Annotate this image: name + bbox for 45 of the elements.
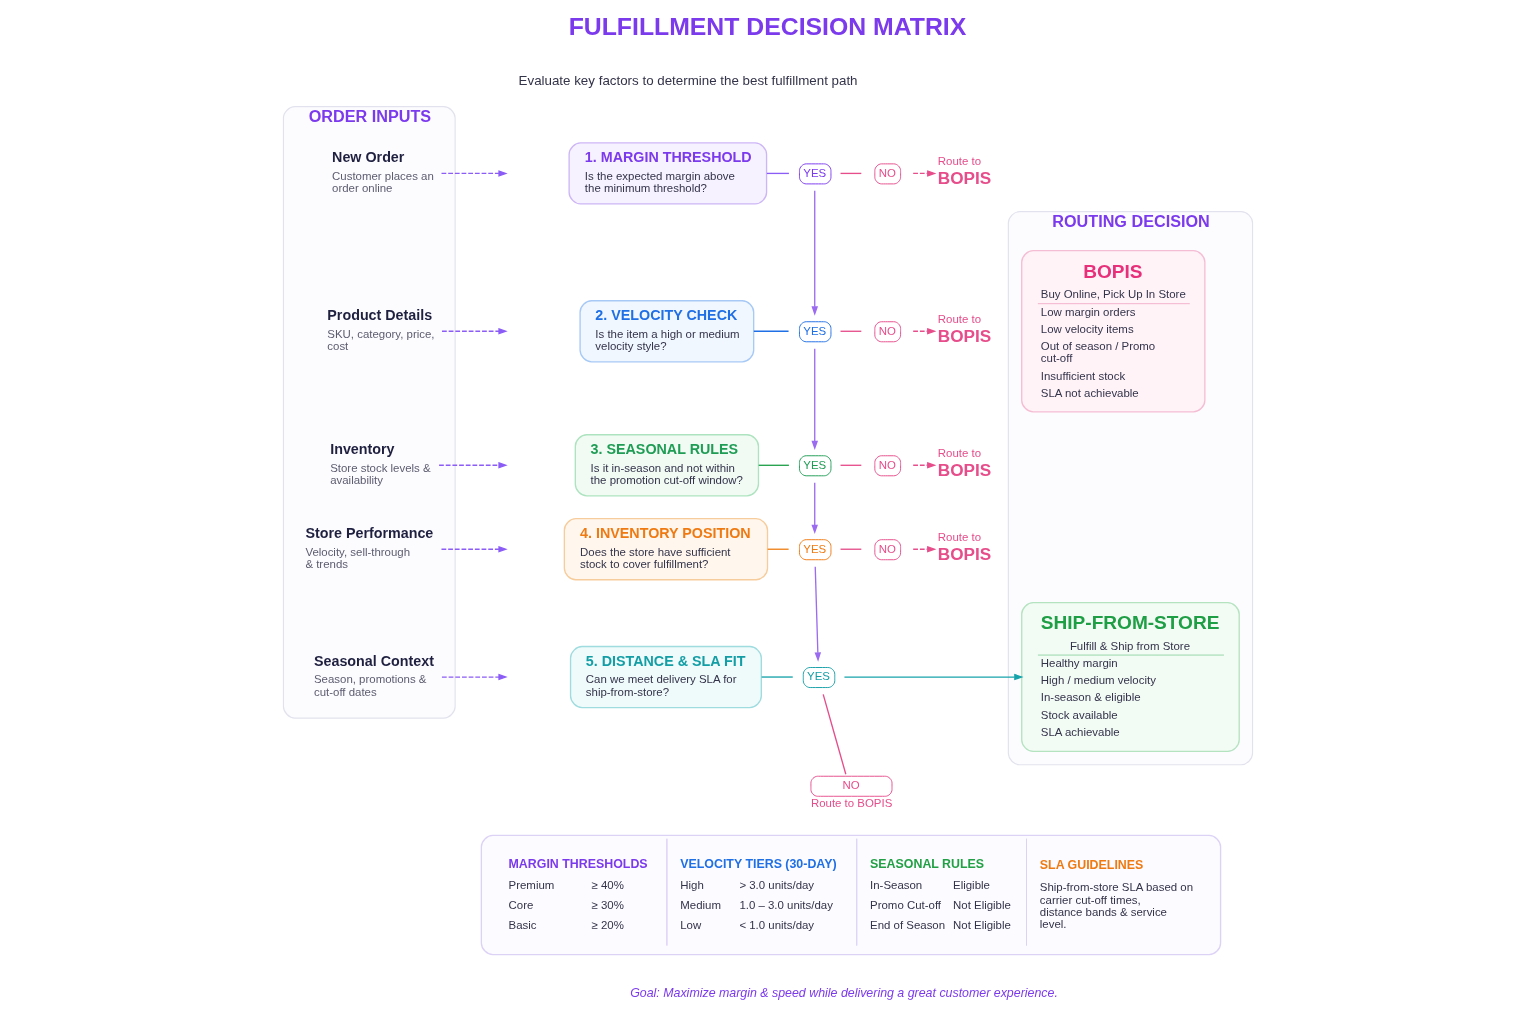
connector	[839, 172, 862, 175]
arrow	[438, 462, 508, 469]
node-box: 1. MARGIN THRESHOLD Is the expected margin above the minimum threshold?	[568, 142, 768, 205]
arrow	[912, 328, 937, 335]
connector	[760, 676, 794, 678]
node-box: BOPIS Buy Online, Pick Up In Store Low margin orders Low velocity items Out of season / Promo cut-off Insufficient stock SLA not achievable	[1021, 250, 1206, 413]
node-box: SHIP-FROM-STORE Fulfill & Ship from Store Healthy margin High / medium velocity In-season & eligible Stock available SLA achievable	[1021, 601, 1240, 753]
connector	[753, 330, 790, 332]
connector	[839, 464, 862, 466]
arrow	[811, 482, 819, 534]
connector	[839, 548, 862, 550]
node-box: 2. VELOCITY CHECK Is the item a high or medium velocity style?	[579, 300, 755, 363]
connector	[766, 172, 790, 175]
arrow	[814, 566, 822, 662]
node-text: Store Performance Velocity, sell-through & trends	[305, 524, 434, 570]
arrow	[440, 545, 508, 553]
arrow	[811, 348, 819, 451]
node-text: Route to BOPIS	[937, 531, 992, 565]
node-box: 5. DISTANCE & SLA FIT Can we meet delivery SLA for ship-from-store?	[569, 645, 762, 709]
arrow	[811, 190, 819, 316]
connector	[839, 330, 862, 332]
node-box: 4. INVENTORY POSITION Does the store have sufficient stock to cover fulfillment?	[563, 518, 769, 581]
node-text: Route to BOPIS	[937, 447, 992, 481]
node-label: Route to BOPIS	[810, 797, 893, 810]
arrow	[441, 673, 508, 681]
arrow	[440, 170, 508, 177]
connector	[767, 548, 790, 550]
node-box: MARGIN THRESHOLDS Premium ≥ 40% Core ≥ 30% Basic ≥ 20% VELOCITY TIERS (30-DAY) High > 3.0 units/day Medium 1.0 – 3.0 units/day Low < 1.0 units/day SEASONAL RULES In-Season Eligible Promo Cut-off Not Eligible End of Season Not Eligible SLA GUIDELINES Ship-from-store SLA based on carrier cut-off times, distance bands & service level.	[480, 834, 1222, 956]
arrow	[843, 673, 1024, 681]
label: Evaluate key factors to determine the best fulfillment path	[518, 73, 858, 89]
node-text: New Order Customer places an order online	[332, 148, 434, 195]
arrow	[912, 462, 937, 469]
node-text: Inventory Store stock levels & availability	[330, 440, 431, 486]
arrow	[912, 545, 937, 553]
node-box: 3. SEASONAL RULES Is it in-season and not within the promotion cut-off window?	[574, 434, 760, 497]
node-text: Product Details SKU, category, price, cost	[327, 306, 435, 352]
node-text: Route to BOPIS	[937, 313, 992, 347]
arrow	[912, 170, 937, 177]
label: Goal: Maximize margin & speed while delivering a great customer experience.	[630, 985, 1058, 1000]
diagram-title: FULFILLMENT DECISION MATRIX	[568, 12, 967, 40]
connector	[758, 464, 790, 466]
arrow	[441, 328, 508, 335]
node-text: Route to BOPIS	[937, 155, 992, 189]
connector	[822, 693, 847, 775]
node-text: Seasonal Context Season, promotions & cut-off dates	[313, 652, 434, 698]
